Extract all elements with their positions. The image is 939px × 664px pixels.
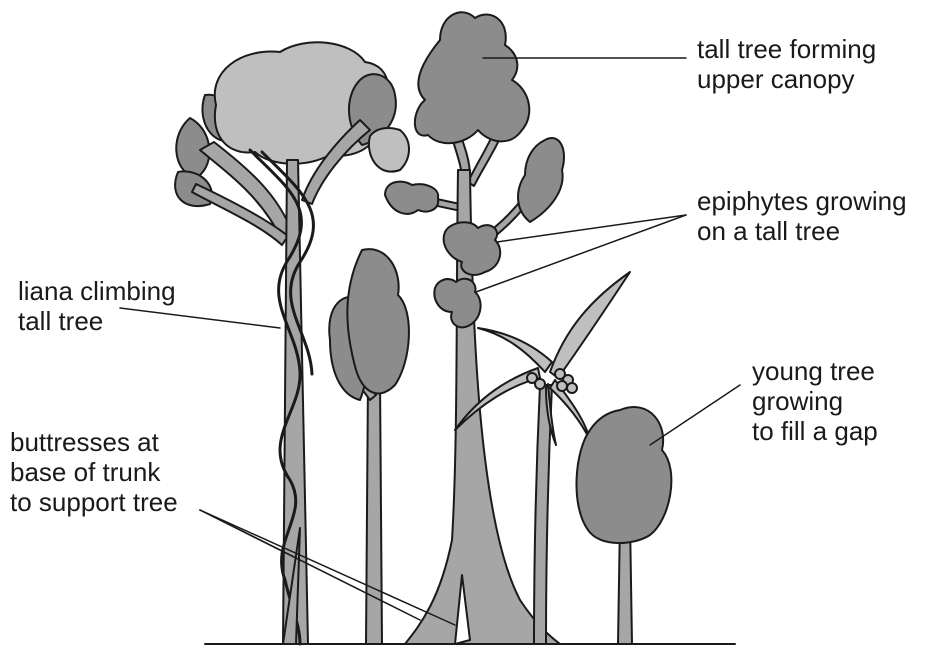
young-tree-crown xyxy=(576,407,671,543)
palm-fruit xyxy=(567,383,577,393)
palm-fruit xyxy=(557,381,567,391)
label-young-tree: young tree growing to fill a gap xyxy=(752,356,878,446)
label-epiphytes: epiphytes growing on a tall tree xyxy=(697,186,907,246)
label-liana: liana climbing tall tree xyxy=(18,276,176,336)
emergent-tree-side-leaf xyxy=(518,138,564,222)
understorey-tree xyxy=(329,249,409,644)
label-upper-canopy: tall tree forming upper canopy xyxy=(697,34,876,94)
young-tree xyxy=(576,407,671,644)
pointer-young-tree xyxy=(650,385,740,445)
pointer-buttress xyxy=(200,510,455,625)
emergent-tree-side-leaf xyxy=(385,182,438,214)
pointer-epiphytes xyxy=(497,215,686,242)
understorey-tree-trunk xyxy=(366,380,382,644)
epiphyte-cluster xyxy=(434,279,480,328)
understorey-tree-crown xyxy=(347,249,409,393)
palm-frond xyxy=(550,272,630,378)
palm-fruit xyxy=(535,379,545,389)
label-buttresses: buttresses at base of trunk to support t… xyxy=(10,427,178,517)
palm-frond xyxy=(478,328,552,372)
left-tree-side-leaf xyxy=(369,128,409,172)
epiphyte-cluster xyxy=(444,222,501,275)
emergent-tree-canopy xyxy=(415,12,529,143)
